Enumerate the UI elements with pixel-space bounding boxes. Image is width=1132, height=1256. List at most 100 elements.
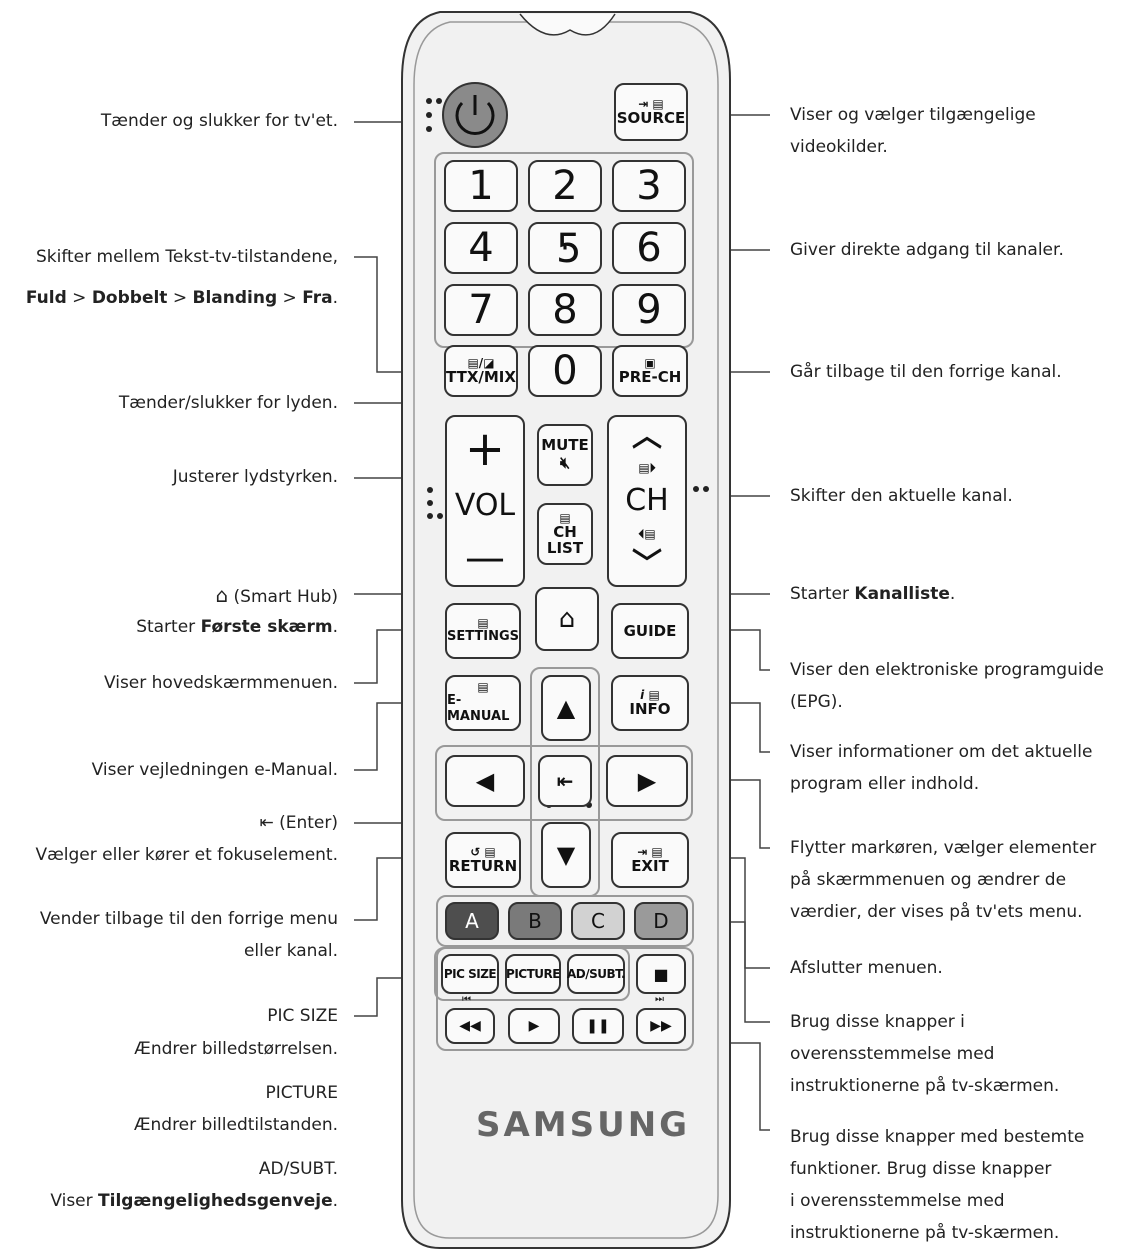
digit-1-button[interactable]: 1 [444,160,518,212]
nav-horizontal-group [435,745,693,821]
label-nav-line2: på skærmmenuen og ændrer de [790,870,1067,890]
label-color-line2: overensstemmelse med [790,1044,995,1064]
ch-down-button[interactable]: ﹀ [632,547,662,583]
right-button[interactable]: ▶ [606,755,688,807]
rewind-button[interactable]: ◀◀ [445,1008,495,1044]
tactile-dot [427,487,433,493]
label-ttx-line1: Skifter mellem Tekst-tv-tilstandene, [35,247,338,267]
digit-5-button[interactable]: ·5 [528,222,602,274]
home-icon: ⌂ [215,583,229,607]
label-media-line1: Brug disse knapper med bestemte [790,1127,1085,1147]
digit-2-button[interactable]: 2 [528,160,602,212]
vol-label: VOL [454,487,516,523]
digit-7-button[interactable]: 7 [444,284,518,336]
label-picsize-title: PIC SIZE [267,1006,338,1026]
tactile-dot [693,486,699,492]
enter-icon: ⇤ [259,813,274,833]
settings-button[interactable]: ▤ SETTINGS [445,603,521,659]
label-power: Tænder og slukker for tv'et. [100,111,338,131]
picture-button[interactable]: PICTURE [505,954,561,994]
tactile-dot [427,513,433,519]
color-b-button[interactable]: B [508,902,562,940]
home-button[interactable]: ⌂ [535,587,599,651]
digit-3-button[interactable]: 3 [612,160,686,212]
e-manual-icon: ▤ [477,680,489,694]
tactile-dot [426,126,432,132]
settings-icon: ▤ [477,616,489,630]
tactile-dot [586,802,592,808]
enter-icon: ⇤ [556,769,574,793]
down-button[interactable]: ▼ [541,822,591,888]
guide-button[interactable]: GUIDE [611,603,689,659]
label-settings: Viser hovedskærmmenuen. [103,673,338,693]
color-d-button[interactable]: D [634,902,688,940]
pre-ch-icon: ▣ [644,356,656,370]
label-picsize-desc: Ændrer billedstørrelsen. [134,1039,338,1059]
label-smarthub-line1: ⌂ (Smart Hub) [215,583,338,607]
label-adsubt-title: AD/SUBT. [258,1159,338,1179]
color-a-button[interactable]: A [445,902,499,940]
vol-up-button[interactable]: + [464,420,506,477]
tactile-dot [426,98,432,104]
channel-rocker[interactable]: ︿ ▤⏵ CH ⏴▤ ﹀ [607,415,687,587]
brand-logo: SAMSUNG [476,1105,691,1145]
label-guide-line1: Viser den elektroniske programguide [790,660,1104,680]
ch-list-icon: ▤ [559,511,571,525]
pre-ch-button[interactable]: ▣ PRE-CH [612,345,688,397]
label-ttx-line2: Fuld > Dobbelt > Blanding > Fra. [25,288,338,308]
label-guide-line2: (EPG). [790,692,843,712]
digit-4-button[interactable]: 4 [444,222,518,274]
volume-rocker[interactable]: + VOL — [445,415,525,587]
exit-icon: ⇥ ▤ [637,845,663,859]
next-chapter-icon: ▤⏵ [638,460,656,475]
tactile-dot [437,513,443,519]
label-vol: Justerer lydstyrken. [172,467,338,487]
pause-icon: ❚❚ [586,1018,610,1034]
e-manual-button[interactable]: ▤ E-MANUAL [445,675,521,731]
up-button[interactable]: ▲ [541,675,591,741]
play-icon: ▶ [528,1018,540,1034]
info-icon: i ▤ [640,688,660,702]
digit-9-button[interactable]: 9 [612,284,686,336]
label-chlist: Starter Kanalliste. [790,584,956,604]
tactile-dot-5: · [560,230,570,266]
pause-button[interactable]: ❚❚ [572,1008,624,1044]
digit-8-button[interactable]: 8 [528,284,602,336]
pic-size-button[interactable]: PIC SIZE [441,954,499,994]
right-arrow-icon: ▶ [637,767,657,795]
label-numbers: Giver direkte adgang til kanaler. [790,240,1064,260]
source-icon: ⇥ ▤ [638,97,664,111]
enter-button[interactable]: ⇤ [538,755,592,807]
vol-down-button[interactable]: — [465,534,505,581]
play-button[interactable]: ▶ [508,1008,560,1044]
info-button[interactable]: i ▤ INFO [611,675,689,731]
up-arrow-icon: ▲ [556,694,576,722]
label-info-line1: Viser informationer om det aktuelle [790,742,1093,762]
label-media-line4: instruktionerne på tv-skærmen. [790,1223,1060,1243]
left-button[interactable]: ◀ [445,755,525,807]
power-button[interactable] [443,83,507,147]
source-button[interactable]: ⇥ ▤ SOURCE [614,83,688,141]
down-arrow-icon: ▼ [556,841,576,869]
label-return-line2: eller kanal. [243,941,338,961]
label-picture-title: PICTURE [265,1083,338,1103]
return-icon: ↺ ▤ [470,845,496,859]
stop-button[interactable]: ■ [636,954,686,994]
digit-0-button[interactable]: 0 [528,345,602,397]
ch-list-button[interactable]: ▤ CH LIST [537,503,593,565]
prev-track-icon: ⏮ [462,994,471,1005]
label-info-line2: program eller indhold. [790,774,980,794]
label-color-line1: Brug disse knapper i [790,1012,965,1032]
color-c-button[interactable]: C [571,902,625,940]
exit-button[interactable]: ⇥ ▤ EXIT [611,832,689,888]
ad-subt-button[interactable]: AD/SUBT. [567,954,626,994]
fast-forward-button[interactable]: ▶▶ [636,1008,686,1044]
ch-up-button[interactable]: ︿ [632,418,662,454]
home-icon: ⌂ [558,604,576,634]
label-media-line2: funktioner. Brug disse knapper [790,1159,1052,1179]
digit-6-button[interactable]: 6 [612,222,686,274]
mute-button[interactable]: MUTE 🔇︎ [537,424,593,486]
ttx-mix-button[interactable]: ▤/◪ TTX/MIX [444,345,518,397]
tactile-dot [703,486,709,492]
return-button[interactable]: ↺ ▤ RETURN [445,832,521,888]
